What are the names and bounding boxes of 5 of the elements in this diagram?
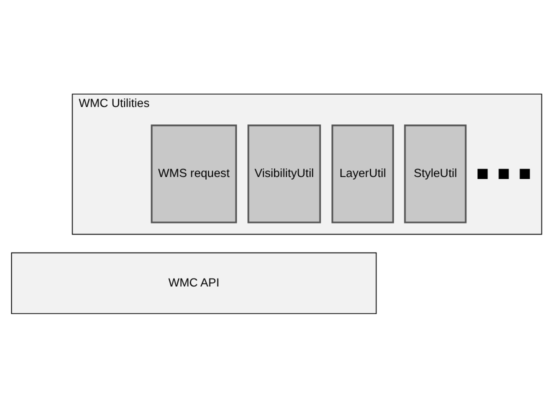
- node-box: WMC API: [11, 252, 377, 314]
- node-box: StyleUtil: [404, 124, 467, 223]
- node-box: VisibilityUtil: [248, 124, 321, 223]
- node-box: WMS request: [150, 124, 237, 223]
- node-box: LayerUtil: [332, 124, 394, 223]
